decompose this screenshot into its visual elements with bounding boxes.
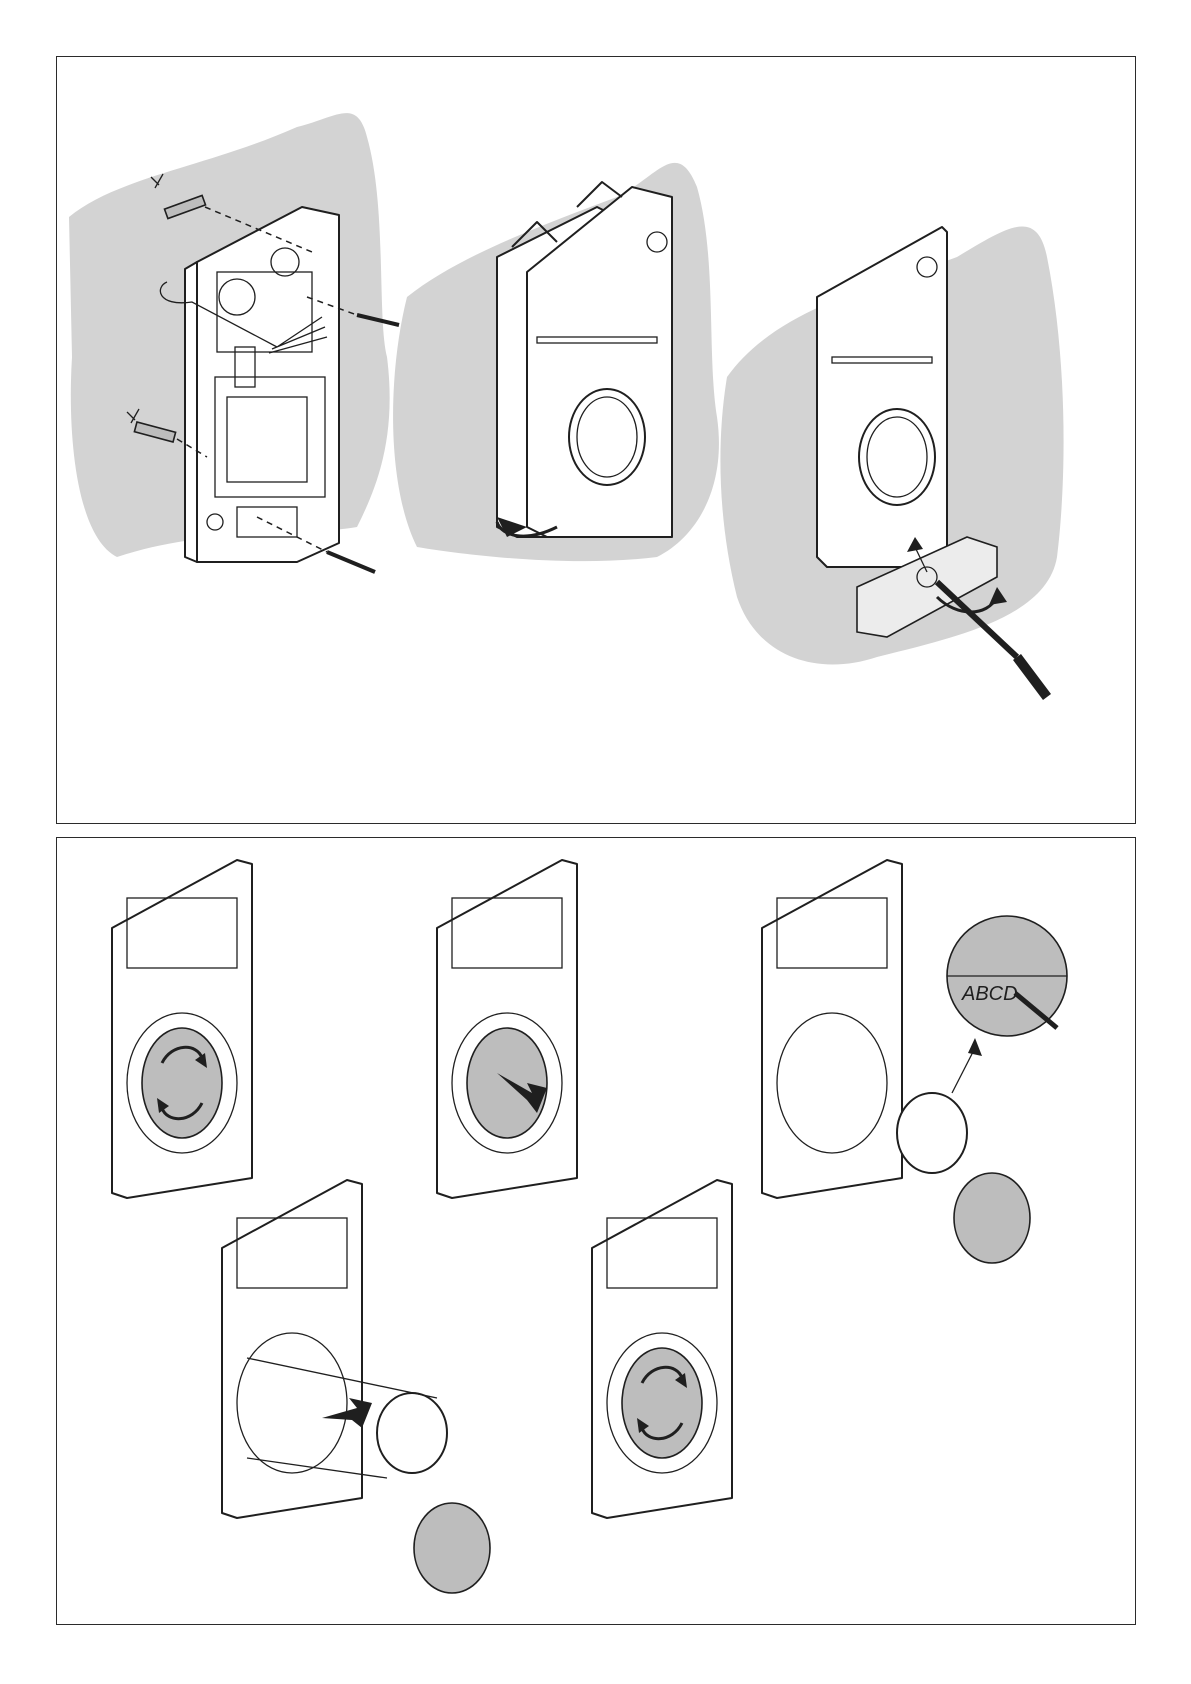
front-unit-3: [817, 227, 947, 567]
nameplate-steps-drawing: ABCD: [57, 838, 1137, 1626]
base-plate: [197, 207, 339, 562]
step-rotate-cover: [112, 860, 252, 1198]
lens-cover-a: [142, 1028, 222, 1138]
base-plate-edge: [185, 262, 197, 562]
nameplate-insert-d: [377, 1393, 447, 1473]
installation-steps-drawing: [57, 57, 1137, 825]
step-remove-cover: [437, 860, 577, 1198]
step-wall-mounting: [69, 113, 399, 572]
lens-cover-b: [467, 1028, 547, 1138]
step-secure-screw: [720, 227, 1063, 697]
nameplate-panel: ABCD: [56, 837, 1136, 1625]
unit-back-d: [222, 1180, 362, 1518]
step-refit-cover: [592, 1180, 732, 1518]
step-write-nameplate: ABCD: [762, 860, 1067, 1263]
lens-cover-d: [414, 1503, 490, 1593]
arrow-up: [968, 1038, 982, 1056]
front-unit-speaker-3: [859, 409, 935, 505]
lens-cover-removed: [954, 1173, 1030, 1263]
front-unit-speaker-2: [569, 389, 645, 485]
blank-insert: [897, 1093, 967, 1173]
step-insert-nameplate: [222, 1180, 490, 1593]
step-attach-unit: [393, 163, 719, 561]
installation-panel: [56, 56, 1136, 824]
lens-cover-e: [622, 1348, 702, 1458]
nameplate-label: ABCD: [961, 983, 1018, 1005]
unit-back-c: [762, 860, 902, 1198]
